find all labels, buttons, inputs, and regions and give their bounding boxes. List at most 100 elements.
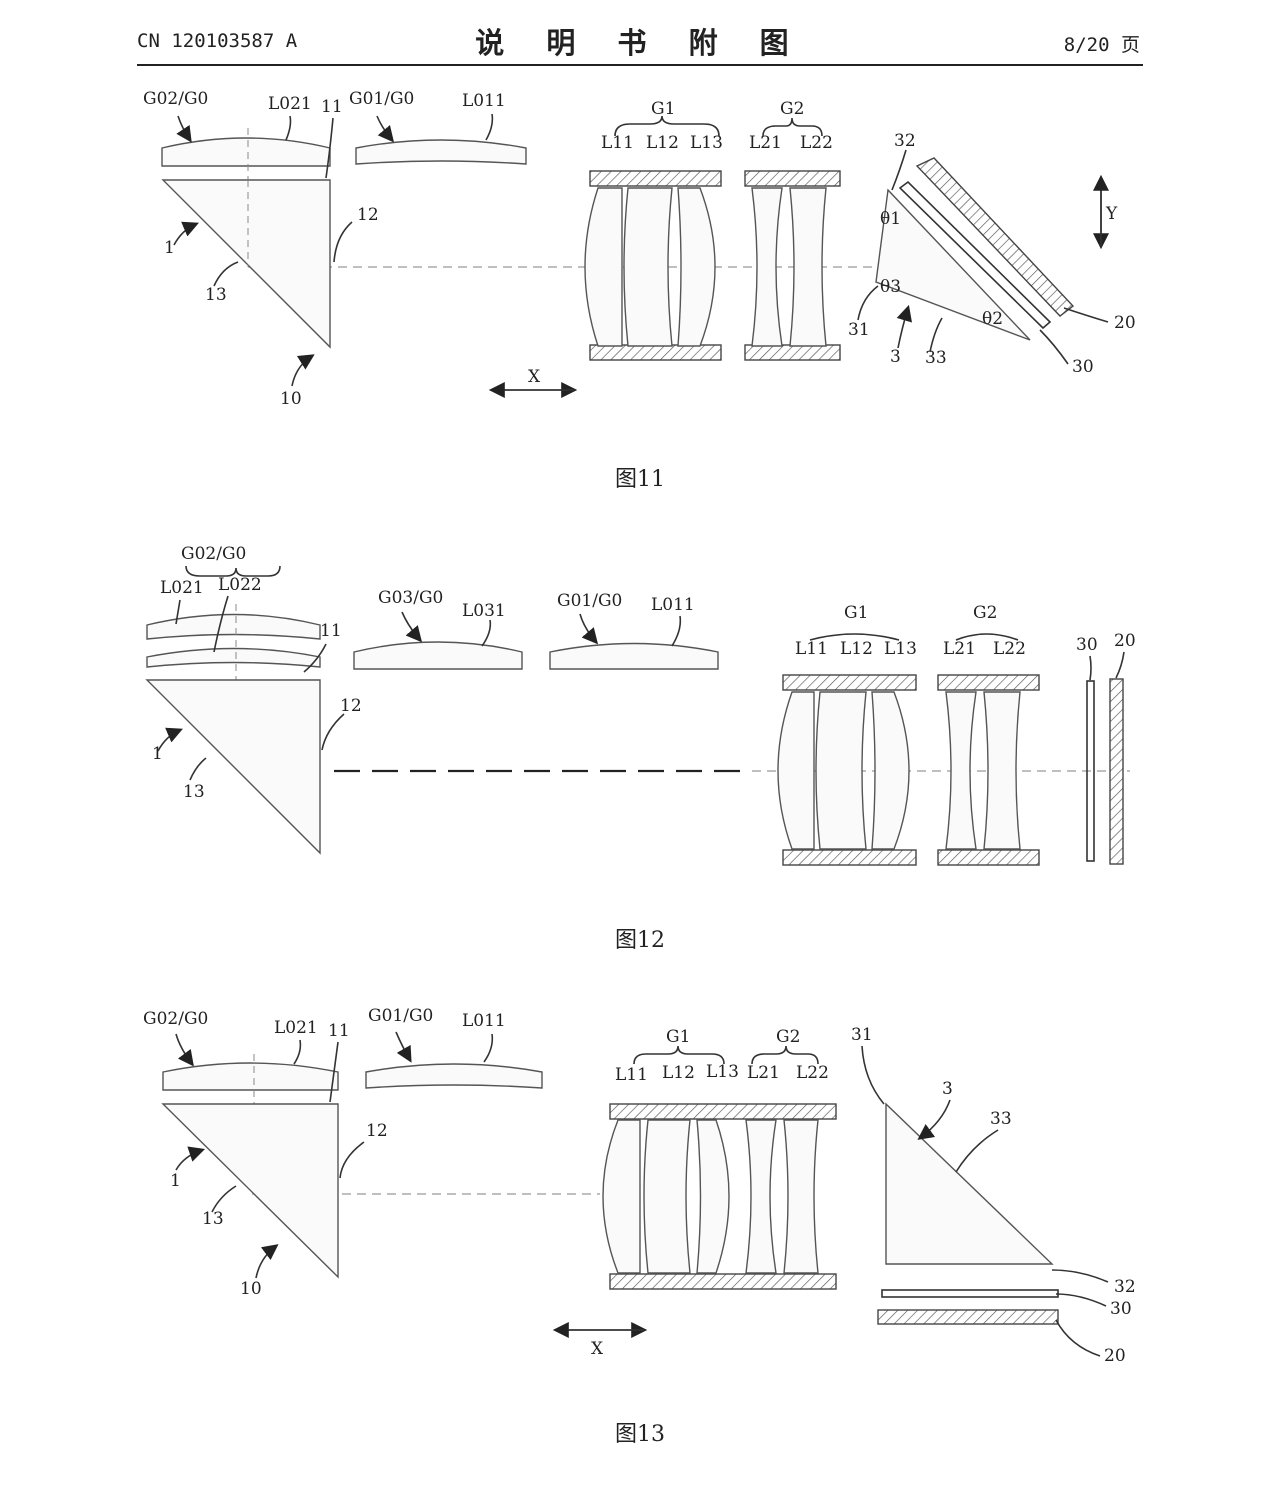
- prism-1-13: [161, 1103, 339, 1279]
- label-g2: G2: [780, 99, 804, 119]
- label-20-13: 20: [1104, 1346, 1126, 1366]
- page-number: 8/20 页: [1063, 34, 1140, 56]
- label-1: 1: [164, 238, 175, 258]
- figure-11-caption: 图11: [615, 467, 665, 492]
- label-30: 30: [1072, 357, 1094, 377]
- label-33-13: 33: [990, 1109, 1012, 1129]
- label-l21-13: L21: [747, 1063, 780, 1083]
- lens-group-g1-12: [777, 674, 917, 866]
- label-12-12: 12: [340, 696, 362, 716]
- figure-13-caption: 图13: [615, 1422, 665, 1447]
- header-rule: [137, 64, 1143, 66]
- label-32: 32: [894, 131, 916, 151]
- label-g1: G1: [651, 99, 675, 119]
- figure-12-diagram: G02/G0 L021 L022 11 G03/G0 L031 G01/G0 L…: [145, 544, 1136, 866]
- label-3: 3: [890, 347, 901, 367]
- label-theta2: θ2: [982, 309, 1003, 329]
- patent-number: CN 120103587 A: [137, 30, 298, 52]
- sensor-20-13: [877, 1309, 1059, 1325]
- lens-l022-12: [146, 647, 321, 668]
- label-l22-13: L22: [796, 1063, 829, 1083]
- lens-group-g2: [744, 170, 841, 361]
- label-3-13: 3: [942, 1079, 953, 1099]
- prism-1-12: [145, 679, 321, 855]
- lens-group-g1-g2-13: [602, 1103, 837, 1290]
- label-l011-12: L011: [651, 595, 695, 615]
- lens-group-g1: [584, 170, 722, 361]
- lens-group-g2-12: [937, 674, 1040, 866]
- label-g02-g0-13: G02/G0: [143, 1009, 208, 1029]
- label-31-13: 31: [851, 1025, 873, 1045]
- label-13: 13: [205, 285, 227, 305]
- plate-32-13: [881, 1289, 1059, 1298]
- label-g01-g0-13: G01/G0: [368, 1006, 433, 1026]
- figure-13-diagram: G02/G0 L021 11 G01/G0 L011 12 1 13 10 G1…: [143, 1006, 1136, 1366]
- label-20-12: 20: [1114, 631, 1136, 651]
- label-12-13: 12: [366, 1121, 388, 1141]
- label-1-13: 1: [170, 1171, 181, 1191]
- label-g03-g0-12: G03/G0: [378, 588, 443, 608]
- label-l031-12: L031: [462, 601, 506, 621]
- label-l011: L011: [462, 91, 506, 111]
- label-g02-g0: G02/G0: [143, 89, 208, 109]
- label-30-12: 30: [1076, 635, 1098, 655]
- sensor-20: [915, 157, 1075, 317]
- lens-l011-13: [365, 1063, 543, 1089]
- figure-12-caption: 图12: [615, 928, 665, 953]
- label-1-12: 1: [152, 744, 163, 764]
- label-l022-12: L022: [218, 575, 262, 595]
- label-axis-x: X: [528, 367, 541, 387]
- label-10: 10: [280, 389, 302, 409]
- label-l021: L021: [268, 94, 312, 114]
- label-l011-13: L011: [462, 1011, 506, 1031]
- label-30-13: 30: [1110, 1299, 1132, 1319]
- lens-l011: [355, 139, 527, 165]
- label-l13-13: L13: [706, 1062, 739, 1082]
- label-l021-13: L021: [274, 1018, 318, 1038]
- label-33: 33: [925, 348, 947, 368]
- label-theta3: θ3: [880, 277, 901, 297]
- label-31: 31: [848, 320, 870, 340]
- label-g02-g0-12: G02/G0: [181, 544, 246, 564]
- label-13-12: 13: [183, 782, 205, 802]
- document-title: 说 明 书 附 图: [475, 26, 805, 60]
- label-l22-12: L22: [993, 639, 1026, 659]
- label-12: 12: [357, 205, 379, 225]
- label-11-13: 11: [328, 1021, 350, 1041]
- label-l021-12: L021: [160, 578, 204, 598]
- label-l11-13: L11: [615, 1065, 648, 1085]
- lens-l031-12: [353, 641, 523, 670]
- plate-30-12: [1086, 680, 1095, 862]
- label-g1-13: G1: [666, 1027, 690, 1047]
- lens-l021-12: [146, 613, 321, 640]
- label-l11-12: L11: [795, 639, 828, 659]
- lens-l021-13: [162, 1062, 339, 1091]
- lens-l021: [161, 137, 331, 167]
- label-g2-13: G2: [776, 1027, 800, 1047]
- label-l13-12: L13: [884, 639, 917, 659]
- lens-l011-12: [549, 642, 719, 670]
- label-axis-x-13: X: [591, 1339, 604, 1359]
- label-l22: L22: [800, 133, 833, 153]
- label-l12: L12: [646, 133, 679, 153]
- label-13-13: 13: [202, 1209, 224, 1229]
- label-l11: L11: [601, 133, 634, 153]
- prism-3-13: [885, 1102, 1054, 1265]
- label-l21: L21: [749, 133, 782, 153]
- label-20: 20: [1114, 313, 1136, 333]
- label-theta1: θ1: [880, 209, 901, 229]
- label-l13: L13: [690, 133, 723, 153]
- label-l12-12: L12: [840, 639, 873, 659]
- label-11: 11: [321, 97, 343, 117]
- label-g01-g0: G01/G0: [349, 89, 414, 109]
- prism-3: [875, 188, 1031, 341]
- label-g1-12: G1: [844, 603, 868, 623]
- label-32-13: 32: [1114, 1277, 1136, 1297]
- plate-30: [898, 180, 1052, 330]
- label-g01-g0-12: G01/G0: [557, 591, 622, 611]
- figure-11-diagram: G02/G0 L021 11 G01/G0 L011 12 1 13 10 G1…: [143, 89, 1136, 409]
- label-g2-12: G2: [973, 603, 997, 623]
- label-axis-y: Y: [1105, 204, 1118, 224]
- label-l12-13: L12: [662, 1063, 695, 1083]
- sensor-20-12: [1109, 678, 1124, 865]
